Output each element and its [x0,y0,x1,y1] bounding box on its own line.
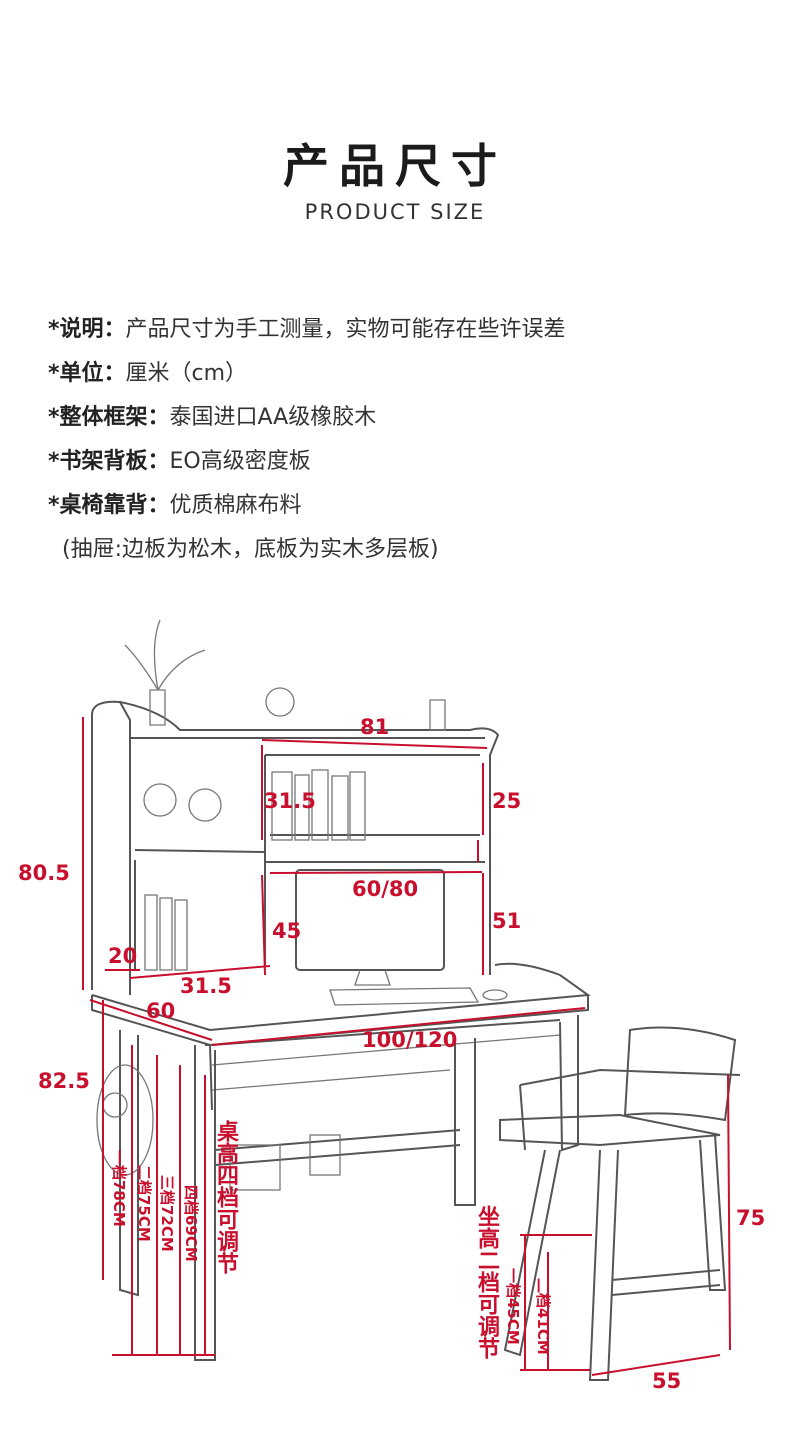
note-value: 泰国进口AA级橡胶木 [169,405,377,430]
dim-shelf-height: 31.5 [264,789,316,813]
note-key: *说明： [48,317,126,342]
note-item: *整体框架：泰国进口AA级橡胶木 [48,396,566,440]
note-item: *桌椅靠背：优质棉麻布料 [48,484,566,528]
dim-hutch-width: 81 [360,715,389,739]
note-item: *书架背板：EO高级密度板 [48,440,566,484]
spec-notes: *说明：产品尺寸为手工测量，实物可能存在些许误差 *单位：厘米（cm） *整体框… [48,308,566,572]
desk-levels-title: 桌高四档可调节 [213,1120,238,1274]
dim-left-depth: 20 [108,944,137,968]
note-paren: (抽屉:边板为松木，底板为实木多层板) [62,537,439,562]
desk-level-4: 四档69CM [182,1185,200,1262]
note-key: *单位： [48,361,126,386]
desk-level-3: 三档72CM [158,1175,176,1252]
note-key: *书架背板： [48,449,170,474]
note-item: *说明：产品尺寸为手工测量，实物可能存在些许误差 [48,308,566,352]
seat-level-2: 二档41CM [534,1278,552,1355]
note-value: EO高级密度板 [169,449,311,474]
dimension-lines [82,717,731,1376]
page-title: 产品尺寸 [283,139,507,193]
note-value: 产品尺寸为手工测量，实物可能存在些许误差 [125,317,566,342]
dim-right-compartment-height: 51 [492,909,521,933]
dim-chair-height: 75 [736,1206,765,1230]
page-subtitle: PRODUCT SIZE [304,200,486,224]
desk-sketch [91,619,741,1381]
dim-left-compartment-height: 45 [272,919,301,943]
note-value: 厘米（cm） [125,361,248,386]
desk-level-1: 一档78CM [110,1150,128,1227]
dim-desk-height: 82.5 [38,1069,90,1093]
dim-desk-width: 100/120 [362,1028,457,1052]
desk-levels-title-box: 桌高四档可调节 [213,1120,238,1274]
note-key: *整体框架： [48,405,170,430]
desk-level-2: 二档75CM [135,1165,153,1242]
product-drawing: 81 31.5 25 80.5 60/80 45 51 20 31.5 60 1… [18,619,765,1393]
dim-left-width: 31.5 [180,974,232,998]
seat-levels-title-box: 坐高二档可调节 [474,1205,499,1359]
seat-level-1: 一档45CM [504,1268,522,1345]
dim-chair-depth: 55 [652,1369,681,1393]
seat-levels-title: 坐高二档可调节 [474,1205,499,1359]
dim-shelf-height-right: 25 [492,789,521,813]
note-item: *单位：厘米（cm） [48,352,566,396]
dim-desk-opening: 60/80 [352,877,418,901]
note-key: *桌椅靠背： [48,493,170,518]
note-value: 优质棉麻布料 [169,493,302,518]
dim-hutch-total-height: 80.5 [18,861,70,885]
dim-desk-depth: 60 [146,999,175,1023]
